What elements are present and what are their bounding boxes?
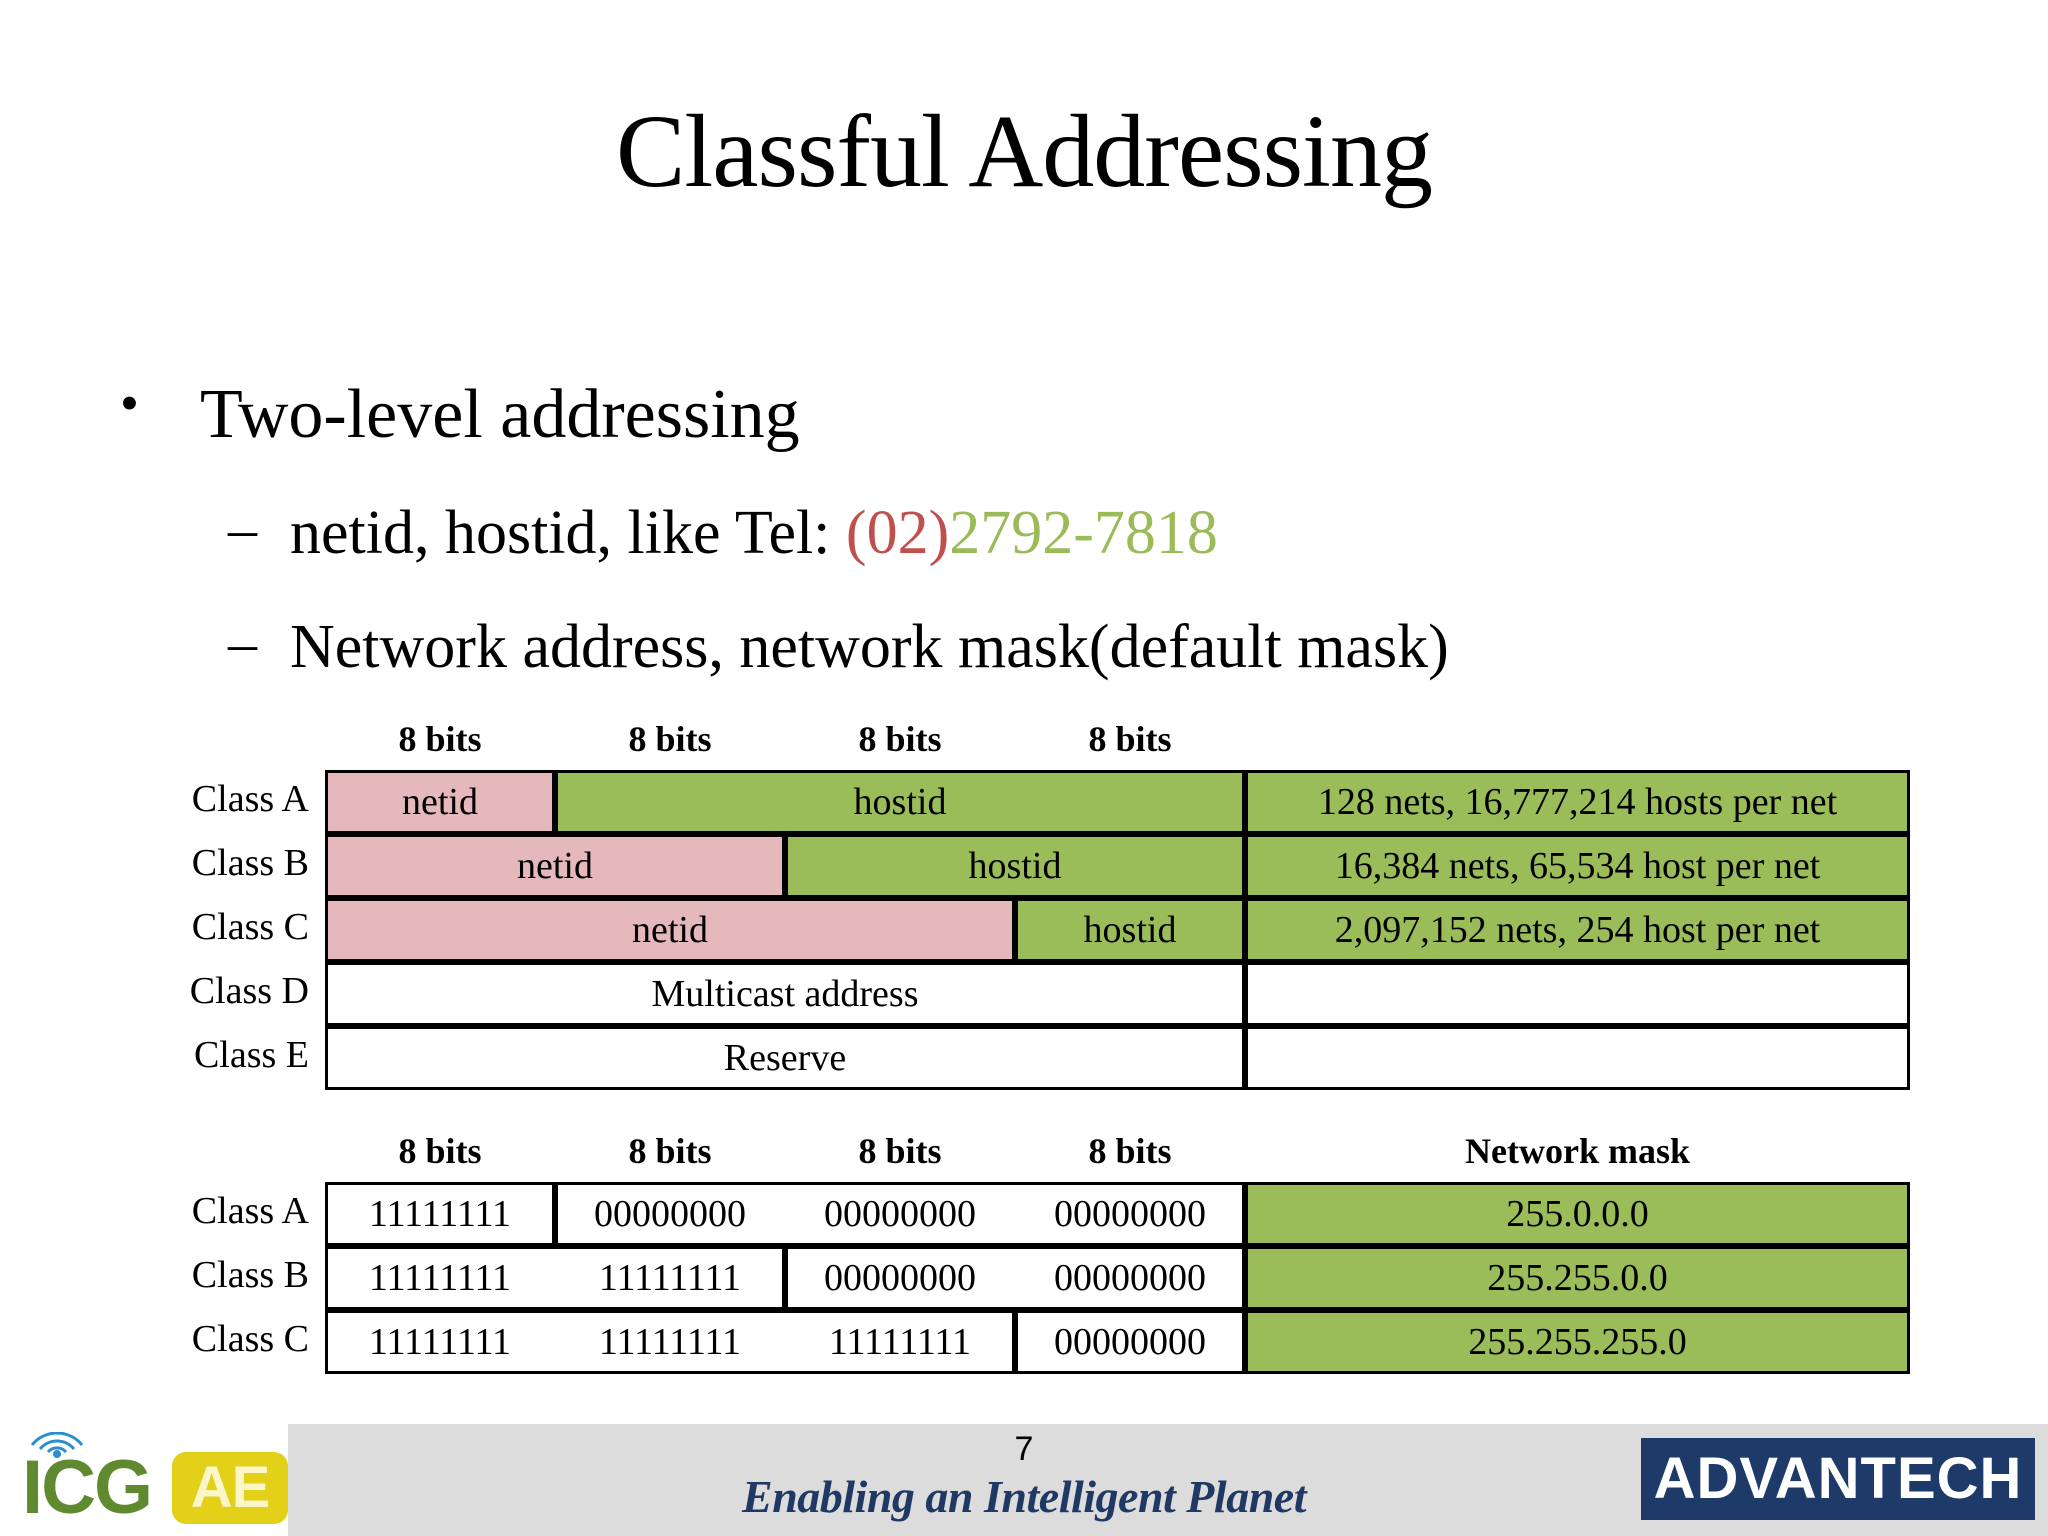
table-row-label: Class B [191, 842, 309, 884]
ae-badge: AE [172, 1452, 288, 1524]
icg-wordmark: ICG [22, 1445, 153, 1530]
bit-width-header: 8 bits [858, 1131, 942, 1171]
bullet-two-level-addressing: • Two-level addressing [0, 376, 2048, 450]
octet-bits-text: 00000000 [1054, 1193, 1206, 1235]
bullet-netid-hostid-tel: – netid, hostid, like Tel: (02)2792-7818 [0, 496, 2048, 567]
table-cell-segment: hostid [1015, 898, 1245, 962]
octet-bits-text: 00000000 [1054, 1257, 1206, 1299]
table-cell-segment: netid [325, 898, 1015, 962]
octet-bits-text: 11111111 [368, 1321, 512, 1363]
table-cell-mask: 255.0.0.0 [1245, 1182, 1910, 1246]
octet-bits-text: 00000000 [824, 1193, 976, 1235]
table-cell-mask: 255.255.255.0 [1245, 1310, 1910, 1374]
table-cell-segment [325, 1182, 555, 1246]
page-title: Classful Addressing [616, 94, 1433, 209]
bit-width-header: 8 bits [858, 719, 942, 759]
footer-tagline: Enabling an Intelligent Planet [742, 1471, 1306, 1522]
octet-bits-text: 11111111 [598, 1321, 742, 1363]
bit-width-header: 8 bits [398, 719, 482, 759]
table-row-label: Class C [191, 906, 309, 948]
table-cell-info [1245, 1026, 1910, 1090]
table-row-label: Class A [191, 778, 309, 820]
bit-header-row: 8 bits 8 bits 8 bits 8 bits Network mask [0, 1130, 2048, 1176]
bit-width-header: 8 bits [1088, 1131, 1172, 1171]
bit-width-header: 8 bits [398, 1131, 482, 1171]
table-row-label: Class A [191, 1190, 309, 1232]
bit-width-header: 8 bits [628, 719, 712, 759]
table-cell-segment [785, 1246, 1245, 1310]
table-cell-segment: netid [325, 770, 555, 834]
table-row-label: Class B [191, 1254, 309, 1296]
bullet-level2-text: Network address, network mask(default ma… [290, 613, 1449, 681]
bullet-level1-text: Two-level addressing [200, 376, 800, 453]
table-cell-segment: Reserve [325, 1026, 1245, 1090]
tel-label-text: netid, hostid, like Tel: [290, 499, 846, 567]
table-row-label: Class E [193, 1034, 309, 1076]
octet-bits-text: 11111111 [368, 1193, 512, 1235]
table-cell-segment: Multicast address [325, 962, 1245, 1026]
table-row-label: Class C [191, 1318, 309, 1360]
octet-bits-text: 11111111 [368, 1257, 512, 1299]
table-cell-mask: 255.255.0.0 [1245, 1246, 1910, 1310]
ae-wordmark: AE [190, 1455, 271, 1520]
table-cell-segment [1015, 1310, 1245, 1374]
table-cell-segment [325, 1246, 785, 1310]
icg-ae-logo: ICG AE [8, 1430, 298, 1536]
bullet-network-address-mask: – Network address, network mask(default … [0, 610, 2048, 681]
bit-width-header: 8 bits [628, 1131, 712, 1171]
page-number: 7 [1014, 1430, 1034, 1468]
table-cell-segment [325, 1310, 1015, 1374]
advantech-wordmark: ADVANTECH [1653, 1446, 2023, 1511]
octet-bits-text: 00000000 [824, 1257, 976, 1299]
table-cell-info [1245, 962, 1910, 1026]
bullet-list: • Two-level addressing – netid, hostid, … [0, 376, 2048, 681]
octet-bits-text: 11111111 [598, 1257, 742, 1299]
octet-bits-text: 11111111 [828, 1321, 972, 1363]
table-cell-segment: hostid [555, 770, 1245, 834]
table-cell-segment [555, 1182, 1245, 1246]
dash-marker-icon: – [228, 610, 257, 675]
table-cell-info: 16,384 nets, 65,534 host per net [1245, 834, 1910, 898]
bit-header-row: 8 bits 8 bits 8 bits 8 bits [0, 718, 2048, 764]
table-cell-info: 2,097,152 nets, 254 host per net [1245, 898, 1910, 962]
bullet-marker-icon: • [120, 373, 139, 433]
octet-bits-text: 00000000 [594, 1193, 746, 1235]
octet-bits-text: 00000000 [1054, 1321, 1206, 1363]
table-cell-segment: netid [325, 834, 785, 898]
table-cell-segment: hostid [785, 834, 1245, 898]
tel-area-code: (02) [845, 499, 950, 567]
dash-marker-icon: – [228, 496, 257, 561]
network-mask-header: Network mask [1465, 1131, 1690, 1171]
slide-footer: ICG AE 7 Enabling an Intelligent Planet … [0, 1424, 2048, 1536]
bit-width-header: 8 bits [1088, 719, 1172, 759]
table-row-label: Class D [189, 970, 309, 1012]
advantech-logo: ADVANTECH [1641, 1438, 2035, 1520]
table-cell-info: 128 nets, 16,777,214 hosts per net [1245, 770, 1910, 834]
wifi-signal-icon [30, 1432, 84, 1458]
tel-local-number: 2792-7818 [949, 499, 1218, 567]
